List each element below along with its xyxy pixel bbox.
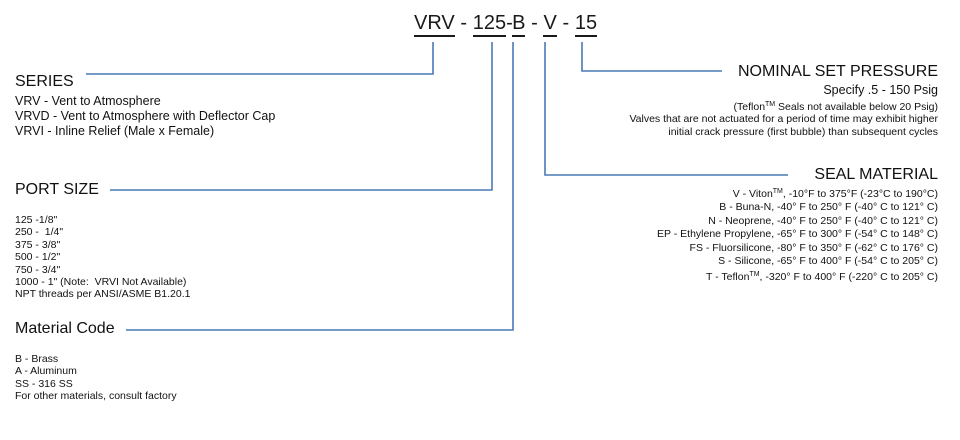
trademark-mark: TM	[772, 188, 783, 195]
seal-material-item: B - Buna-N, -40° F to 250° F (-40° C to …	[719, 201, 938, 214]
material-code-heading: Material Code	[15, 320, 115, 337]
series-list: VRV - Vent to Atmosphere VRVD - Vent to …	[15, 94, 275, 139]
teflon-pressure-note: (TeflonTM Seals not available below 20 P…	[629, 99, 938, 113]
trademark-mark: TM	[749, 271, 760, 279]
seal-material-text: V - Viton	[732, 188, 773, 200]
series-leader-line	[86, 42, 434, 75]
seal-material-list: V - VitonTM, -10°F to 375°F (-23°C to 19…	[657, 185, 938, 285]
material-code-list: B - Brass A - Aluminum SS - 316 SS For o…	[15, 353, 177, 403]
material-code-item: A - Aluminum	[15, 365, 77, 378]
port-size-item: 1000 - 1" (Note: VRVI Not Available)	[15, 276, 187, 289]
seal-material-item: FS - Fluorsilicone, -80° F to 350° F (-6…	[689, 241, 938, 254]
port-size-list: 125 -1/8" 250 - 1/4" 375 - 3/8" 500 - 1/…	[15, 214, 190, 301]
seal-material-leader-line	[544, 42, 788, 176]
series-heading: SERIES	[15, 73, 74, 90]
seal-material-text: , -320° F to 400° F (-220° C to 205° C)	[759, 271, 938, 284]
pressure-specify: Specify .5 - 150 Psig	[823, 83, 938, 97]
seal-material-item: T - TeflonTM, -320° F to 400° F (-220° C…	[657, 268, 938, 284]
series-item: VRVI - Inline Relief (Male x Female)	[15, 124, 215, 138]
seal-material-text: , -10°F to 375°F (-23°C to 190°C)	[782, 188, 938, 200]
seal-material-text: T - Teflon	[706, 271, 750, 284]
port-size-item: 375 - 3/8"	[15, 238, 61, 251]
material-code-item: SS - 316 SS	[15, 377, 73, 390]
seal-material-item: V - VitonTM, -10°F to 375°F (-23°C to 19…	[657, 185, 938, 201]
code-seal: V	[543, 12, 557, 37]
port-size-item: NPT threads per ANSI/ASME B1.20.1	[15, 288, 191, 301]
code-series: VRV	[414, 12, 455, 37]
code-port: 125	[472, 12, 507, 37]
pressure-heading: NOMINAL SET PRESSURE	[737, 63, 938, 80]
port-size-item: 125 -1/8"	[15, 214, 58, 226]
crack-pressure-note: Valves that are not actuated for a perio…	[629, 113, 938, 126]
crack-pressure-note: initial crack pressure (first bubble) th…	[668, 125, 938, 138]
code-separator: -	[562, 12, 570, 34]
series-item: VRVD - Vent to Atmosphere with Deflector…	[15, 109, 276, 123]
port-size-heading: PORT SIZE	[15, 181, 99, 198]
pressure-leader-line	[581, 42, 722, 72]
port-size-item: 750 - 3/4"	[15, 263, 61, 276]
material-code-item: B - Brass	[15, 353, 59, 365]
code-separator: -	[460, 12, 468, 34]
port-size-item: 500 - 1/2"	[15, 251, 61, 264]
port-size-item: 250 - 1/4"	[15, 226, 64, 239]
seal-material-heading: SEAL MATERIAL	[814, 166, 938, 183]
trademark-mark: TM	[765, 101, 776, 108]
port-size-leader-line	[110, 42, 493, 191]
material-code-item: For other materials, consult factory	[15, 390, 177, 403]
code-separator: -	[531, 12, 538, 34]
seal-material-item: N - Neoprene, -40° F to 250° F (-40° C t…	[708, 214, 938, 227]
seal-material-item: EP - Ethylene Propylene, -65° F to 300° …	[657, 228, 938, 241]
code-pressure: 15	[574, 12, 598, 37]
pressure-notes: (TeflonTM Seals not available below 20 P…	[629, 99, 938, 138]
series-item: VRV - Vent to Atmosphere	[15, 94, 161, 108]
seal-material-item: S - Silicone, -65° F to 400° F (-54° C t…	[718, 255, 938, 268]
code-separator: -	[506, 12, 513, 34]
teflon-note-text: (Teflon	[733, 101, 766, 113]
model-code: VRV-125-B-V-15	[414, 12, 598, 37]
material-code-leader-line	[126, 42, 514, 331]
teflon-note-text: Seals not available below 20 Psig)	[775, 101, 938, 113]
code-material: B	[512, 12, 526, 37]
